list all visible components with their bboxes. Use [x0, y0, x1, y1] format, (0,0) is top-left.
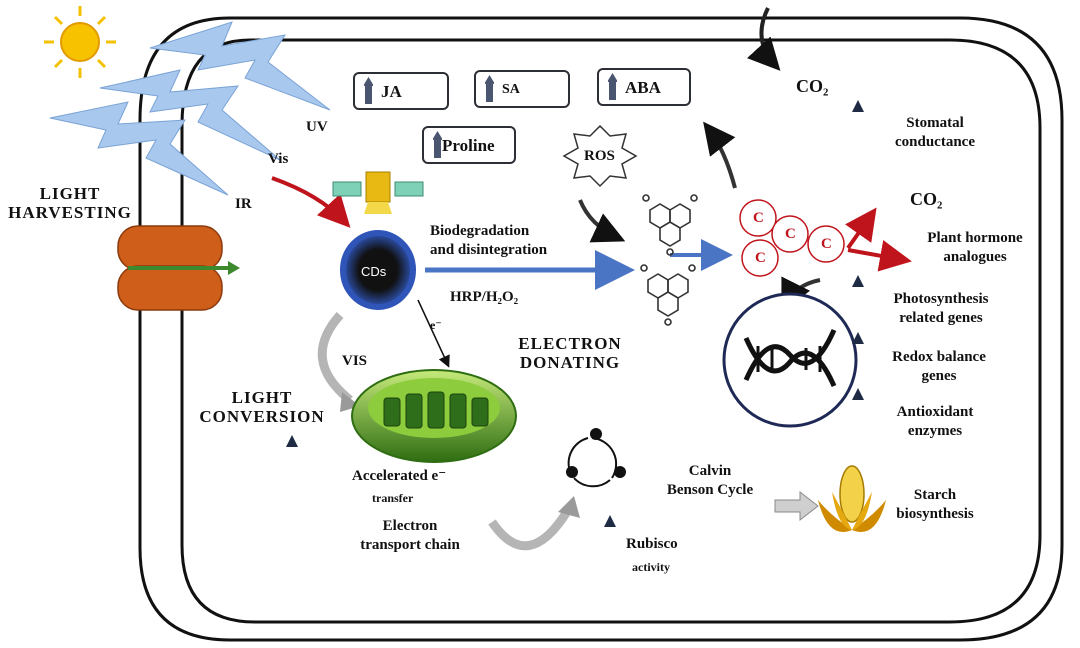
outer-cell-wall [138, 16, 1064, 642]
label-line: Starch [913, 487, 957, 503]
satellite-icon [332, 171, 424, 214]
ros-to-molecule-arrow [578, 199, 626, 243]
photosynthesis-genes-label: Photosynthesis related genes [876, 290, 1006, 328]
stomatal-label: Stomatal conductance [880, 114, 990, 152]
carbon-to-hormone-arrow [703, 121, 737, 189]
rubisco-label: Rubisco [626, 536, 678, 552]
lightning-icon [49, 21, 331, 196]
label-line: HARVESTING [8, 203, 132, 222]
label-line: Calvin [688, 463, 732, 479]
hormone-output-arrow [847, 240, 912, 272]
sun-icon [44, 6, 116, 78]
hormone-label: Proline [442, 136, 495, 155]
label-line: biosynthesis [896, 506, 974, 522]
plant-hormone-label: Plant hormone analogues [910, 229, 1040, 267]
carbon-letter: C [755, 250, 766, 266]
label-line: Plant hormone [927, 230, 1023, 246]
label-line: enzymes [907, 423, 963, 439]
calvin-cycle-icon [566, 428, 626, 488]
up-arrow-icon [608, 73, 617, 100]
label-line: Redox balance [892, 349, 986, 365]
carbon-letter: C [753, 210, 764, 226]
light-harvesting-label: LIGHT HARVESTING [0, 184, 140, 222]
accelerated-label: Accelerated e⁻ [352, 468, 447, 484]
etc-to-cycle-arrow [488, 507, 572, 551]
carbon-dot [340, 230, 416, 310]
corn-icon [818, 465, 886, 532]
rubisco-activity-label: activity [632, 560, 670, 574]
hormone-box-aba: ABA [597, 68, 691, 106]
label-line: Stomatal [906, 115, 964, 131]
uv-label: UV [306, 119, 328, 135]
ros-label: ROS [584, 148, 615, 164]
hormone-box-ja: JA [353, 72, 449, 110]
biodegradation-label: Biodegradation and disintegration [430, 222, 547, 260]
hormone-box-proline: Proline [422, 126, 516, 164]
hormone-label: JA [381, 82, 402, 101]
up-arrow-icon [364, 77, 373, 104]
carbon-letter: C [821, 236, 832, 252]
label-line: LIGHT [39, 184, 101, 203]
calvin-label: Calvin Benson Cycle [650, 462, 770, 500]
dna-icon [743, 328, 837, 388]
label-line: transport chain [360, 537, 460, 553]
transfer-label: transfer [372, 491, 414, 505]
vis-label: VIS [342, 353, 368, 369]
label-line: Antioxidant [896, 404, 974, 420]
ros-star-icon [562, 124, 638, 188]
co2-top-label: CO₂ [796, 76, 829, 96]
label-line: genes [921, 368, 957, 384]
label-line: conductance [895, 134, 975, 150]
up-arrow-icon [485, 75, 494, 102]
molecule-icon [642, 194, 698, 256]
co2-output-arrow [845, 207, 877, 250]
up-arrow-icon [433, 131, 442, 158]
vis-input-label: Vis [268, 151, 289, 167]
label-line: Electron [382, 518, 438, 534]
label-line: Photosynthesis [893, 291, 989, 307]
chloroplast-icon [351, 369, 517, 463]
starch-label: Starch biosynthesis [880, 486, 990, 524]
hormone-label: ABA [625, 78, 661, 97]
label-line: related genes [899, 310, 983, 326]
increase-arrow-heads [286, 100, 864, 527]
hormone-label: SA [502, 82, 520, 97]
cds-label: CDs [361, 264, 387, 279]
antioxidant-label: Antioxidant enzymes [870, 403, 1000, 441]
hrp-label: HRP/H₂O₂ [450, 289, 519, 305]
label-line: CONVERSION [199, 407, 325, 426]
label-line: and disintegration [430, 242, 548, 258]
increase-arrow-icons [289, 110, 861, 600]
label-line: Biodegradation [430, 223, 530, 239]
vis-curve-arrow [317, 312, 353, 404]
label-line: Benson Cycle [666, 482, 754, 498]
label-line: LIGHT [231, 388, 293, 407]
molecule-icon [640, 264, 696, 326]
carbon-atom-cluster-icon [739, 199, 845, 277]
label-line: ELECTRON [518, 334, 622, 353]
hormone-box-sa: SA [474, 70, 570, 108]
light-input-arrow [271, 176, 351, 228]
ir-label: IR [235, 196, 252, 212]
cycle-to-starch-arrow [774, 490, 819, 522]
co2-mid-label: CO₂ [910, 189, 943, 209]
label-line: DONATING [519, 353, 621, 372]
electron-label: e⁻ [430, 318, 442, 332]
light-conversion-label: LIGHT CONVERSION [182, 388, 342, 426]
electron-donating-label: ELECTRON DONATING [505, 334, 635, 372]
etc-label: Electron transport chain [345, 517, 475, 555]
carbon-letter: C [785, 226, 796, 242]
membrane-channel-icon [117, 225, 240, 311]
redox-label: Redox balance genes [874, 348, 1004, 386]
electron-arrow [417, 299, 450, 368]
co2-entry-arrow [746, 7, 781, 71]
label-line: analogues [943, 249, 1007, 265]
